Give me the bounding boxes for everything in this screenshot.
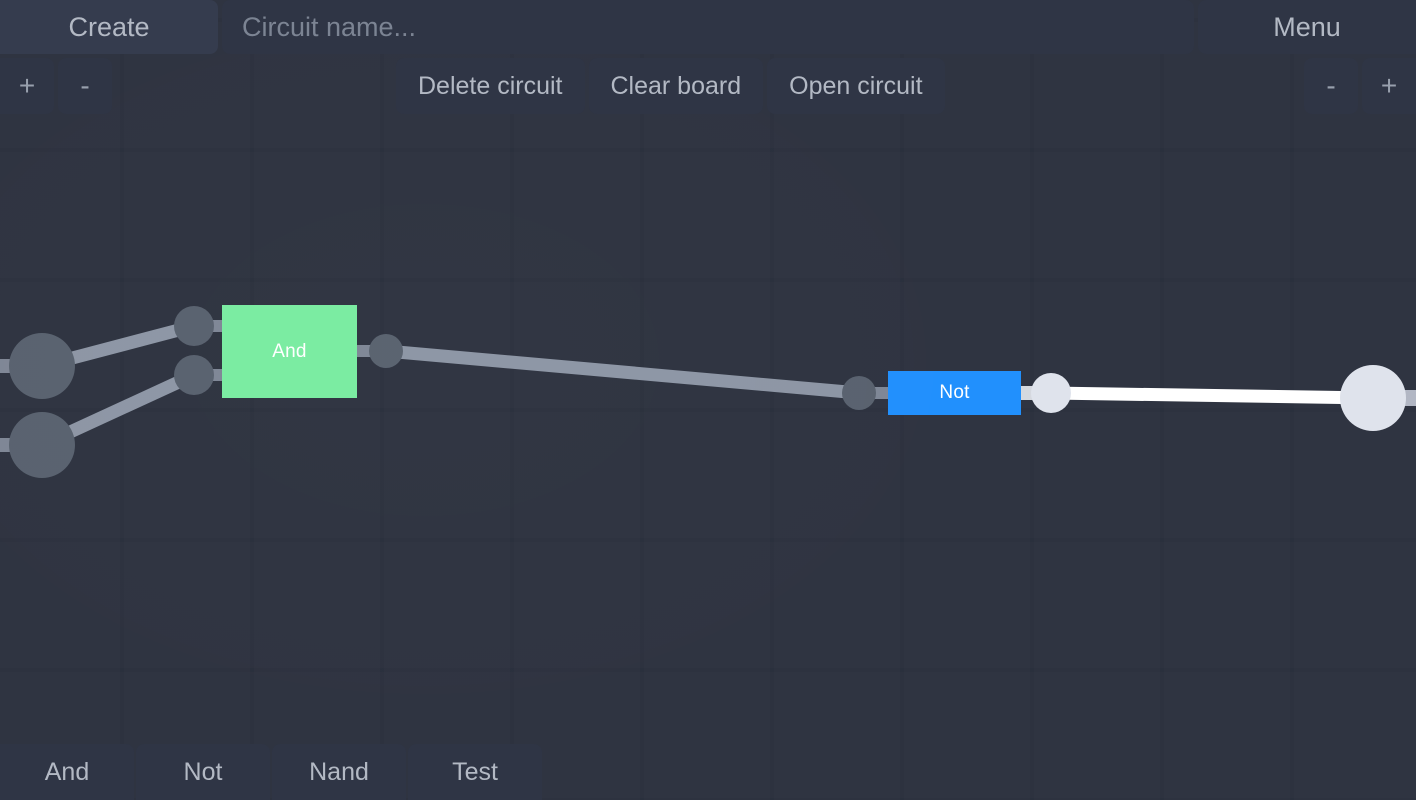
gate-palette-toolbar: And Not Nand Test <box>0 744 1416 800</box>
output-node[interactable] <box>1340 365 1406 431</box>
clear-board-button[interactable]: Clear board <box>588 58 764 114</box>
and-gate-output[interactable] <box>369 334 403 368</box>
gate-and-label: And <box>272 340 307 362</box>
and-gate-input-1[interactable] <box>174 306 214 346</box>
secondary-toolbar: + - Delete circuit Clear board Open circ… <box>0 58 1416 114</box>
delete-circuit-button[interactable]: Delete circuit <box>396 58 585 114</box>
create-button[interactable]: Create <box>0 0 218 54</box>
and-gate-input-2[interactable] <box>174 355 214 395</box>
remove-output-button[interactable]: - <box>1304 58 1358 114</box>
add-output-button[interactable]: + <box>1362 58 1416 114</box>
plus-icon: + <box>18 70 36 101</box>
minus-icon-right: - <box>1326 70 1336 101</box>
palette-gate-nand[interactable]: Nand <box>272 744 406 800</box>
minus-icon: - <box>80 70 90 101</box>
palette-gate-test[interactable]: Test <box>408 744 542 800</box>
palette-gate-and[interactable]: And <box>0 744 134 800</box>
circuit-name-input[interactable] <box>222 0 1194 54</box>
palette-gate-not[interactable]: Not <box>136 744 270 800</box>
top-toolbar: Create Menu <box>0 0 1416 56</box>
not-gate-input[interactable] <box>842 376 876 410</box>
add-input-button[interactable]: + <box>0 58 54 114</box>
gate-and[interactable]: And <box>222 305 357 398</box>
input-node-a[interactable] <box>9 333 75 399</box>
wire-not-out-to-output[interactable] <box>1050 386 1374 405</box>
menu-button[interactable]: Menu <box>1198 0 1416 54</box>
not-gate-output[interactable] <box>1031 373 1071 413</box>
gate-not[interactable]: Not <box>888 371 1021 415</box>
input-node-b[interactable] <box>9 412 75 478</box>
gate-not-label: Not <box>939 382 970 403</box>
open-circuit-button[interactable]: Open circuit <box>767 58 945 114</box>
wire-and-out-to-not-in[interactable] <box>385 344 860 400</box>
plus-icon-right: + <box>1380 70 1398 101</box>
remove-input-button[interactable]: - <box>58 58 112 114</box>
